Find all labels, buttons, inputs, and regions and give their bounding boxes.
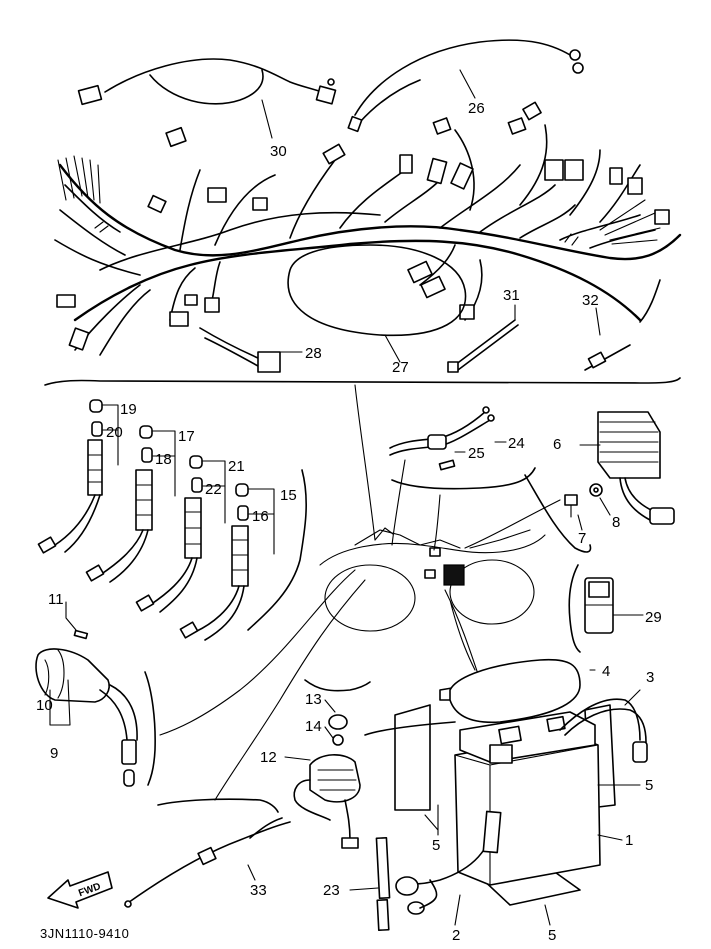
- callout-18: 18: [155, 451, 172, 468]
- callout-10: 10: [36, 697, 53, 714]
- callout-20: 20: [106, 424, 123, 441]
- callout-12: 12: [260, 749, 277, 766]
- section-bracket-top: [44, 377, 681, 386]
- fuse-holder-24: [389, 406, 536, 490]
- callout-26: 26: [468, 100, 485, 117]
- callout-24: 24: [508, 435, 525, 452]
- callout-5a: 5: [645, 777, 653, 794]
- callout-11: 11: [48, 591, 64, 608]
- callout-4: 4: [602, 663, 610, 680]
- callout-7: 7: [578, 530, 586, 547]
- coupler-9-10: [35, 629, 156, 787]
- callout-5b: 5: [432, 837, 440, 854]
- sub-lead-33: [124, 798, 291, 908]
- callout-13: 13: [305, 691, 322, 708]
- callout-23: 23: [323, 882, 340, 899]
- section-bracket-right: [524, 474, 592, 553]
- battery-group: [364, 658, 648, 932]
- callout-14: 14: [305, 718, 322, 735]
- callout-3: 3: [646, 669, 654, 686]
- fwd-arrow-icon: FWD: [47, 871, 113, 909]
- callout-2: 2: [452, 927, 460, 944]
- main-wire-harness: [54, 101, 682, 356]
- callout-33: 33: [250, 882, 267, 899]
- section-bracket-relay: [568, 564, 581, 653]
- section-bracket-starter: [304, 679, 371, 692]
- section-bracket-left: [247, 469, 307, 631]
- callout-31: 31: [503, 287, 520, 304]
- diagram-code: 3JN1110-9410: [40, 926, 129, 941]
- callout-leaders: [49, 69, 641, 926]
- callout-16: 16: [252, 508, 269, 525]
- callout-32: 32: [582, 292, 599, 309]
- callout-30: 30: [270, 143, 287, 160]
- connector-28: [199, 327, 281, 373]
- atv-outline: [319, 527, 546, 632]
- callout-27: 27: [392, 359, 409, 376]
- callout-9: 9: [50, 745, 58, 762]
- section-bracket-coupler: [144, 671, 156, 786]
- terminal-32: [584, 344, 631, 371]
- cable-tie-31: [447, 319, 519, 373]
- callout-6: 6: [553, 436, 561, 453]
- callout-1: 1: [625, 832, 633, 849]
- section-bracket-battery: [364, 721, 456, 736]
- starter-relay-12: [293, 679, 371, 849]
- callout-22: 22: [205, 481, 222, 498]
- callout-28: 28: [305, 345, 322, 362]
- harness-loop-27: [287, 244, 467, 337]
- section-bracket-33: [157, 798, 279, 813]
- leader-lines: [159, 384, 561, 801]
- callout-21: 21: [228, 458, 245, 475]
- sub-harness-26: [347, 39, 584, 133]
- rectifier-regulator-6: [524, 411, 675, 553]
- callout-numbers: 30 26 27 28 31 32 19 20 17 18 21 22 15 1…: [36, 100, 662, 944]
- callout-29: 29: [645, 609, 662, 626]
- callout-15: 15: [280, 487, 297, 504]
- bulb-socket-group: [37, 399, 307, 641]
- callout-17: 17: [178, 428, 195, 445]
- section-bracket-fuse: [391, 467, 536, 490]
- callout-25: 25: [468, 445, 485, 462]
- sub-harness-30: [77, 58, 337, 106]
- callout-8: 8: [612, 514, 620, 531]
- callout-5c: 5: [548, 927, 556, 944]
- callout-19: 19: [120, 401, 137, 418]
- relay-29: [568, 564, 644, 653]
